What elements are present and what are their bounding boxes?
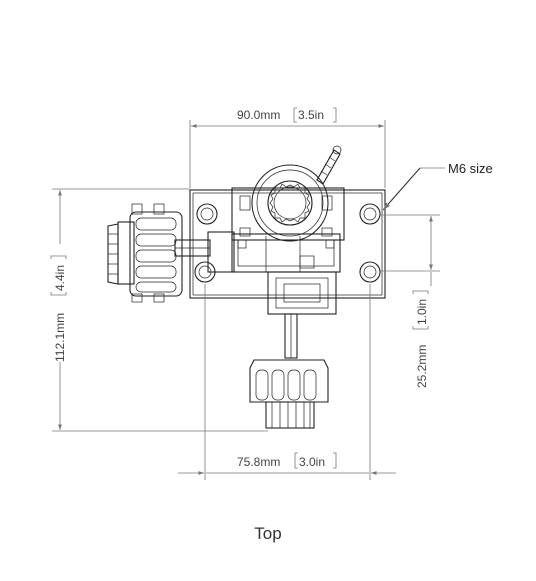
dimension-hole-spacing-right: 25.2mm 1.0in: [380, 214, 440, 390]
dimension-height-left: 112.1mm 4.4in: [50, 188, 268, 432]
angled-lever: [316, 145, 342, 185]
left-knob: [107, 203, 211, 303]
callout-label: M6 size: [448, 161, 493, 176]
dim-width-bottom-alt: 3.0in: [299, 455, 325, 469]
mounting-hole-top-right: [359, 203, 381, 225]
bottom-knob: [249, 313, 329, 429]
dimension-width-bottom: 75.8mm 3.0in: [178, 284, 396, 480]
dimension-width-top: 90.0mm 3.5in: [189, 106, 386, 188]
part-outline: [107, 145, 386, 429]
m6-callout: M6 size: [382, 161, 493, 211]
mounting-hole-top-left: [196, 203, 218, 225]
top-knob-spline: [269, 183, 311, 223]
dim-width-bottom-value: 75.8mm: [237, 455, 280, 469]
dim-hole-spacing-alt: 1.0in: [415, 299, 429, 325]
dim-width-top-value: 90.0mm: [237, 108, 280, 122]
dim-height-left-alt: 4.4in: [53, 265, 67, 291]
dim-height-left-value: 112.1mm: [53, 313, 67, 362]
view-caption: Top: [254, 524, 282, 543]
dim-width-top-alt: 3.5in: [298, 108, 324, 122]
mounting-hole-bottom-right: [359, 261, 381, 283]
dim-hole-spacing-value: 25.2mm: [415, 345, 429, 388]
